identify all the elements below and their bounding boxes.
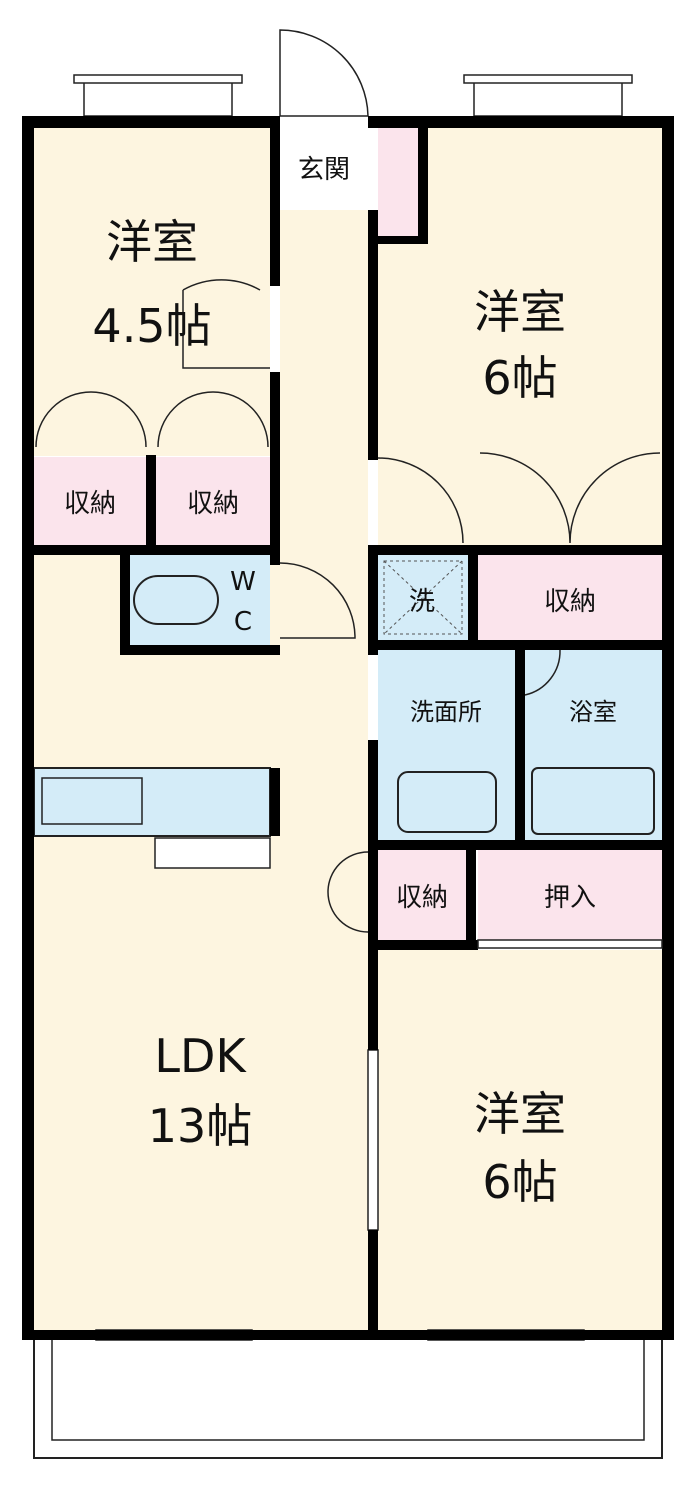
storage-2-label: 収納 [187,489,239,519]
oshiire-sliding-door [477,939,663,949]
bathtub-icon [531,767,655,835]
entrance-storage [378,126,418,236]
ldk-floor [34,555,368,1330]
ldk-name: LDK [154,1029,247,1083]
storage-4-label: 収納 [396,883,448,913]
entrance-label: 玄関 [298,155,350,185]
storage-3-area [478,555,662,640]
wc-label-w: W [230,567,256,597]
walls [22,116,674,1340]
bathroom-label: 浴室 [569,698,617,726]
storage-3-label: 収納 [544,587,596,617]
storage-1-area [34,457,146,545]
western-nw-name: 洋室 [106,215,198,269]
western-ne-size: 6帖 [482,351,557,405]
ldk-size: 13帖 [148,1099,253,1153]
western-se-name: 洋室 [474,1087,566,1141]
oshiire-area [478,850,662,940]
door-swings [35,29,661,933]
storage-1-label: 収納 [64,489,116,519]
sink [41,777,143,825]
storage-2-area [156,457,270,545]
room-western-se [378,950,662,1330]
balcony [33,1340,663,1459]
room-western-nw [34,126,270,456]
western-nw-size: 4.5帖 [92,299,211,353]
oshiire-label: 押入 [544,883,596,913]
toilet-icon [133,575,219,625]
washbasin-icon [397,771,497,833]
washer-label: 洗 [409,587,435,617]
wc-label-c: C [234,607,252,637]
western-se-size: 6帖 [482,1155,557,1209]
western-ne-name: 洋室 [474,285,566,339]
storage-4-area [378,850,466,940]
washroom-label: 洗面所 [410,698,482,726]
washer-icon [383,560,463,635]
entrance-floor [280,116,368,210]
